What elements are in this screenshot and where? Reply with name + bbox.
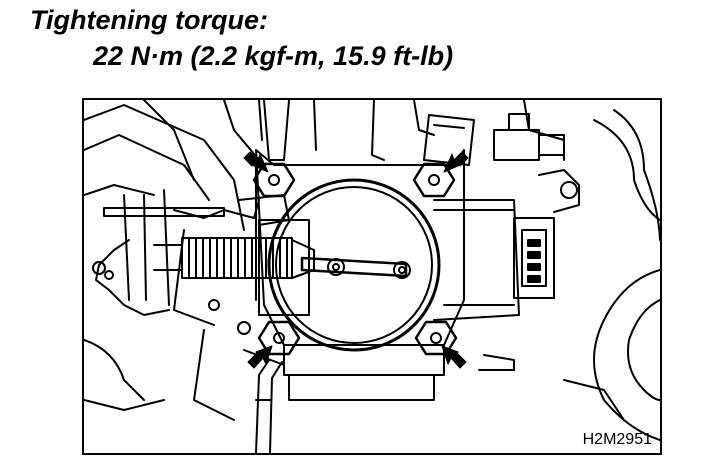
intake-manifold xyxy=(263,100,580,213)
arrow-icon xyxy=(243,151,269,173)
figure-reference-code: H2M2951 xyxy=(582,431,652,448)
bolt-icon xyxy=(412,162,456,198)
arrow-icon xyxy=(443,151,469,173)
arrow-icon xyxy=(247,345,273,369)
throttle-body-drawing xyxy=(84,100,660,453)
throttle-body-housing xyxy=(243,149,520,401)
background-engine-lines xyxy=(84,100,660,441)
torque-title: Tightening torque: xyxy=(30,5,268,35)
throttle-body-diagram: H2M2951 xyxy=(82,98,662,455)
torque-arrows xyxy=(243,151,469,369)
throttle-bore xyxy=(267,178,441,352)
arrow-icon xyxy=(441,345,467,369)
bolt-icon xyxy=(252,162,296,198)
bolt-icon xyxy=(257,320,301,356)
torque-spec: 22 N·m (2.2 kgf-m, 15.9 ft-lb) xyxy=(93,41,454,71)
return-spring xyxy=(153,237,315,279)
mounting-bolts xyxy=(252,162,458,356)
throttle-position-sensor xyxy=(513,217,555,299)
vacuum-hose xyxy=(255,359,283,453)
